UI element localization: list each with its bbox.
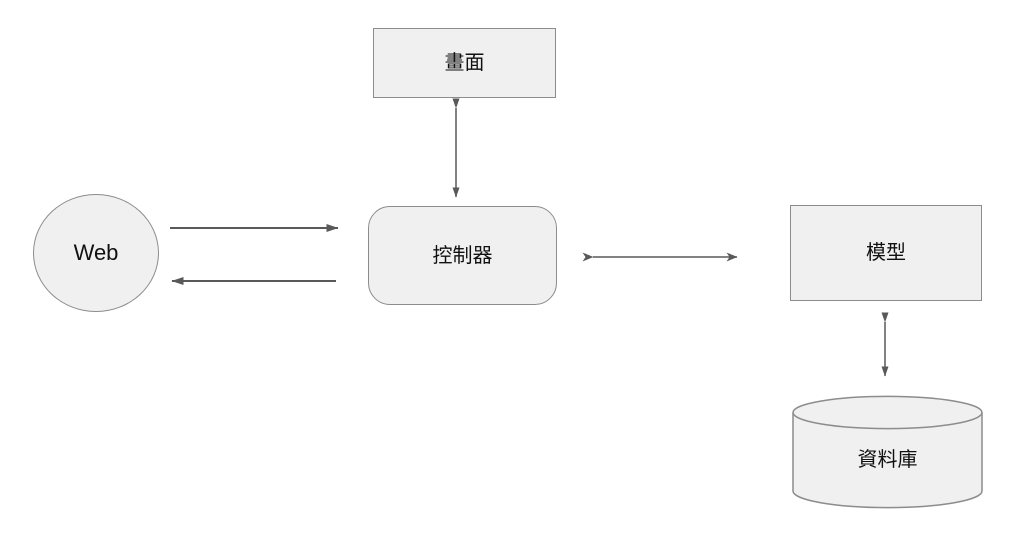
- node-database: 資料庫: [792, 395, 983, 509]
- node-view-label: 畫面: [444, 52, 485, 74]
- node-model-label: 模型: [866, 242, 906, 264]
- database-cylinder-shape: [792, 395, 983, 509]
- node-web: Web: [33, 194, 159, 312]
- node-view: 畫面: [373, 28, 556, 98]
- node-controller-label: 控制器: [432, 244, 493, 267]
- node-database-label: 資料庫: [857, 449, 918, 471]
- node-web-label: Web: [73, 240, 119, 265]
- node-controller: 控制器: [368, 206, 557, 305]
- node-model: 模型: [790, 205, 982, 301]
